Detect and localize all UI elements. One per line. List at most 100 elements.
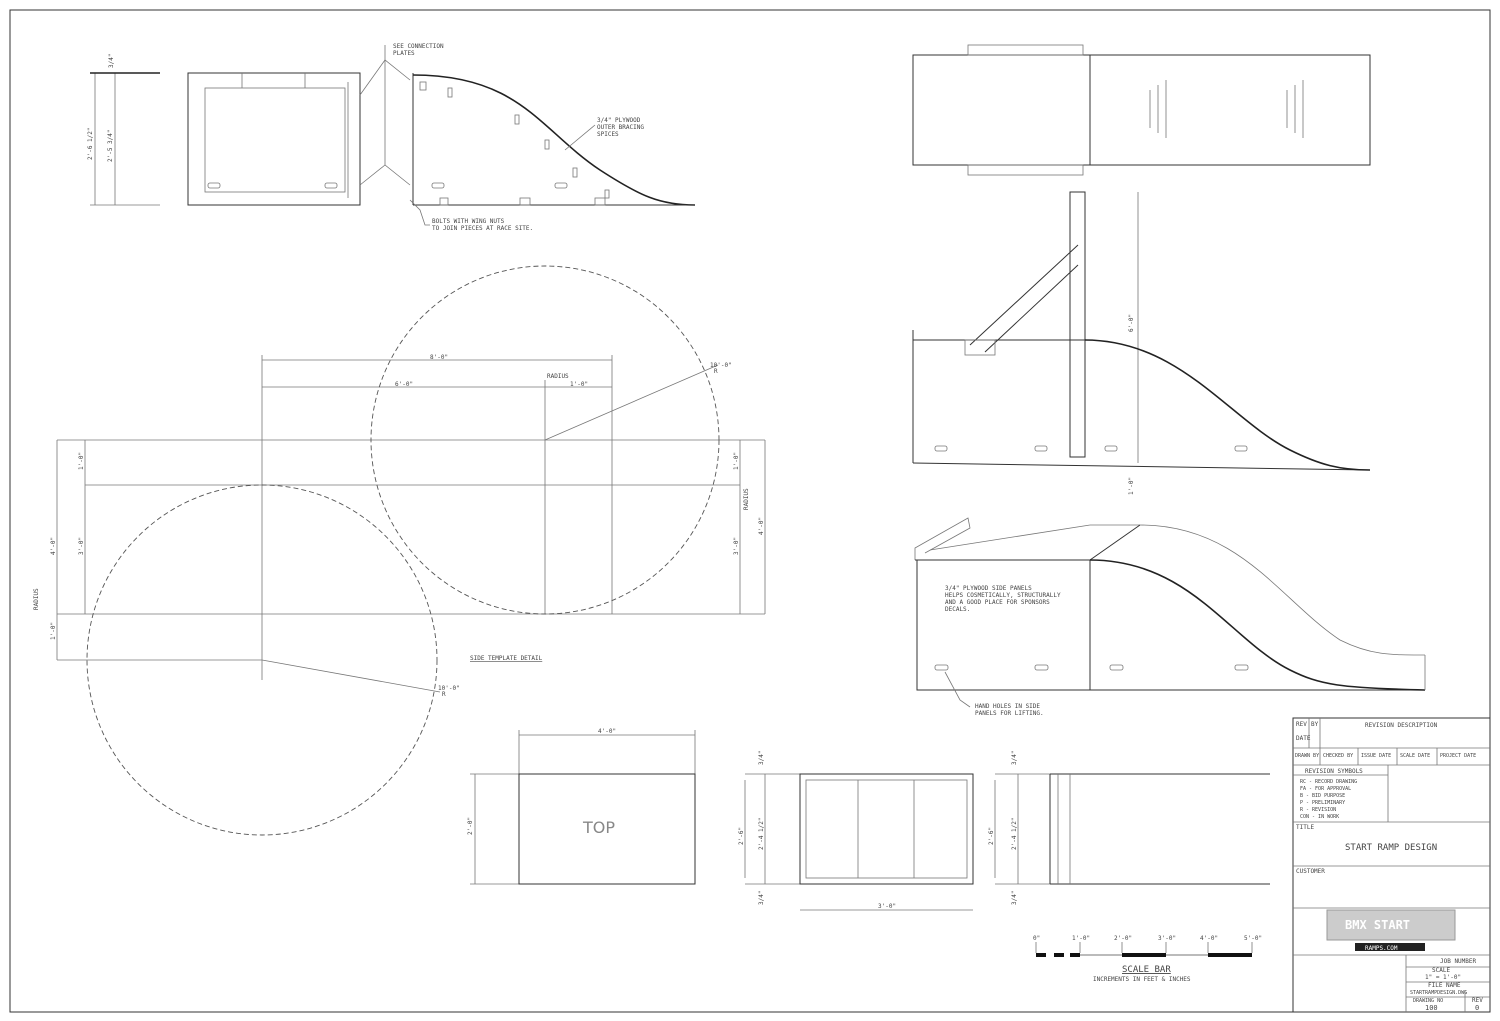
top-left-elevation: 3/4" 2'-6 1/2" 2'-5 3/4" SEE CONNECTION …	[87, 43, 696, 232]
side-view: 6'-0" 1'-0"	[912, 191, 1371, 495]
dim-bottom: 1'-0"	[1128, 477, 1135, 495]
note-panels-4: DECALS.	[945, 606, 970, 613]
scale-bar-title: SCALE BAR	[1122, 965, 1171, 975]
note-connection-1: SEE CONNECTION	[393, 43, 444, 50]
note-bracing-3: SPICES	[597, 131, 619, 138]
dim-height: 6'-0"	[1128, 314, 1135, 332]
front-view: 3/4" 2'-6" 2'-4 1/2" 3/4" 3'-0"	[738, 751, 974, 911]
dim-right-lower: 3'-0"	[733, 537, 740, 555]
dim-top: 3/4"	[758, 751, 765, 765]
dim-width: 3'-0"	[878, 903, 896, 910]
plan-view	[912, 44, 1371, 176]
rev-label: REV	[1472, 997, 1483, 1004]
scale-bar-subtitle: INCREMENTS IN FEET & INCHES	[1093, 976, 1191, 983]
radius-value-bottom: 10'-0"	[438, 685, 460, 692]
radius-label: RADIUS	[547, 373, 569, 380]
customer-label: CUSTOMER	[1296, 868, 1325, 875]
by-header: BY	[1311, 721, 1319, 728]
top-label: TOP	[582, 818, 615, 837]
side-template-detail: 8'-0" 6'-0" 1'-0" RADIUS 10'-0" R 10'-0"…	[33, 265, 766, 836]
tick-2: 2'-0"	[1114, 935, 1132, 942]
right-radius: RADIUS	[743, 488, 750, 510]
dim-inner: 2'-5 3/4"	[107, 129, 114, 162]
scale-date-header: SCALE DATE	[1400, 753, 1430, 759]
radius-value-top: 10'-0"	[710, 362, 732, 369]
dim-left-upper: 1'-0"	[78, 452, 85, 470]
note-panels-1: 3/4" PLYWOOD SIDE PANELS	[945, 585, 1032, 592]
dim-left-bottom: 1'-0"	[50, 622, 57, 640]
dim-right-upper: 1'-0"	[733, 452, 740, 470]
dim-width: 4'-0"	[598, 728, 616, 735]
note-holes-1: HAND HOLES IN SIDE	[975, 703, 1040, 710]
title-label: TITLE	[1296, 824, 1314, 831]
top-view: TOP 4'-0" 2'-0"	[467, 728, 696, 885]
drawing-number: 100	[1425, 1004, 1438, 1012]
revision-symbol: RC - RECORD DRAWING	[1300, 779, 1357, 785]
dim-height: 2'-0"	[467, 817, 474, 835]
tick-0: 0"	[1033, 935, 1040, 942]
left-radius: RADIUS	[33, 588, 40, 610]
date-header: DATE	[1296, 735, 1311, 742]
note-bolts-2: TO JOIN PIECES AT RACE SITE.	[432, 225, 533, 232]
scale-label: SCALE	[1432, 967, 1450, 974]
title-block: REV BY DATE REVISION DESCRIPTION DRAWN B…	[1292, 717, 1491, 1013]
dim-top-left: 6'-0"	[395, 381, 413, 388]
revision-symbol: FA - FOR APPROVAL	[1300, 786, 1351, 792]
note-bolts-1: BOLTS WITH WING NUTS	[432, 218, 505, 225]
dim-top: 3/4"	[1011, 751, 1018, 765]
scale-bar: 0" 1'-0" 2'-0" 3'-0" 4'-0" 5'-0" SCALE B…	[1033, 935, 1262, 983]
radius-circle-bottom	[86, 484, 438, 836]
note-panels-3: AND A GOOD PLACE FOR SPONSORS	[945, 599, 1050, 606]
dim-left-lower: 3'-0"	[78, 537, 85, 555]
tick-1: 1'-0"	[1072, 935, 1090, 942]
dim-mid-outer: 2'-6"	[988, 827, 995, 845]
side-template-title: SIDE TEMPLATE DETAIL	[470, 655, 543, 662]
dim-bottom: 3/4"	[758, 891, 765, 905]
dim-mid-outer: 2'-6"	[738, 827, 745, 845]
note-connection-2: PLATES	[393, 50, 415, 57]
file-name: STARTRAMPDESIGN.DWG	[1410, 990, 1467, 996]
iso-view: 3/4" PLYWOOD SIDE PANELS HELPS COSMETICA…	[914, 517, 1426, 717]
note-bracing-2: OUTER BRACING	[597, 124, 644, 131]
drawing-title: START RAMP DESIGN	[1345, 843, 1437, 853]
ramp-curve	[412, 74, 696, 206]
drawing-number-label: DRAWING NO	[1413, 998, 1443, 1004]
dim-bottom: 3/4"	[1011, 891, 1018, 905]
logo-text: BMX START	[1345, 918, 1410, 932]
dim-right-overall: 4'-0"	[758, 517, 765, 535]
job-number-label: JOB NUMBER	[1440, 958, 1477, 965]
dim-mid-inner: 2'-4 1/2"	[1011, 817, 1018, 850]
radius-value-bottom-r: R	[442, 691, 446, 698]
rev-header: REV	[1296, 721, 1307, 728]
scale-value: 1" = 1'-0"	[1425, 974, 1461, 981]
drawn-by-header: DRAWN BY	[1295, 753, 1319, 759]
project-date-header: PROJECT DATE	[1440, 753, 1476, 759]
sheet-border	[9, 9, 1491, 1013]
revision-description-header: REVISION DESCRIPTION	[1365, 722, 1438, 729]
tick-5: 5'-0"	[1244, 935, 1262, 942]
revision-symbol: R - REVISION	[1300, 807, 1336, 813]
start-box-side	[187, 72, 361, 206]
tick-4: 4'-0"	[1200, 935, 1218, 942]
dim-left-overall: 4'-0"	[50, 537, 57, 555]
dim-top-right: 1'-0"	[570, 381, 588, 388]
note-holes-2: PANELS FOR LIFTING.	[975, 710, 1044, 717]
note-bracing-1: 3/4" PLYWOOD	[597, 117, 641, 124]
issue-date-header: ISSUE DATE	[1361, 753, 1391, 759]
note-panels-2: HELPS COSMETICALLY, STRUCTURALLY	[945, 592, 1061, 599]
dim-top: 3/4"	[108, 54, 115, 68]
dim-top-overall: 8'-0"	[430, 354, 448, 361]
end-view: 3/4" 2'-6" 2'-4 1/2" 3/4"	[988, 751, 1270, 905]
revision-symbol: P - PRELIMINARY	[1300, 800, 1345, 806]
company-logo	[1326, 909, 1456, 941]
tick-3: 3'-0"	[1158, 935, 1176, 942]
rev-value: 0	[1475, 1004, 1479, 1012]
file-name-label: FILE NAME	[1428, 982, 1461, 989]
revision-symbol: B - BID PURPOSE	[1300, 793, 1345, 799]
radius-circle-top	[370, 265, 720, 615]
revision-symbols-title: REVISION SYMBOLS	[1305, 768, 1363, 775]
dim-mid-inner: 2'-4 1/2"	[758, 817, 765, 850]
logo-subtext: RAMPS.COM	[1365, 945, 1398, 952]
checked-by-header: CHECKED BY	[1323, 753, 1353, 759]
